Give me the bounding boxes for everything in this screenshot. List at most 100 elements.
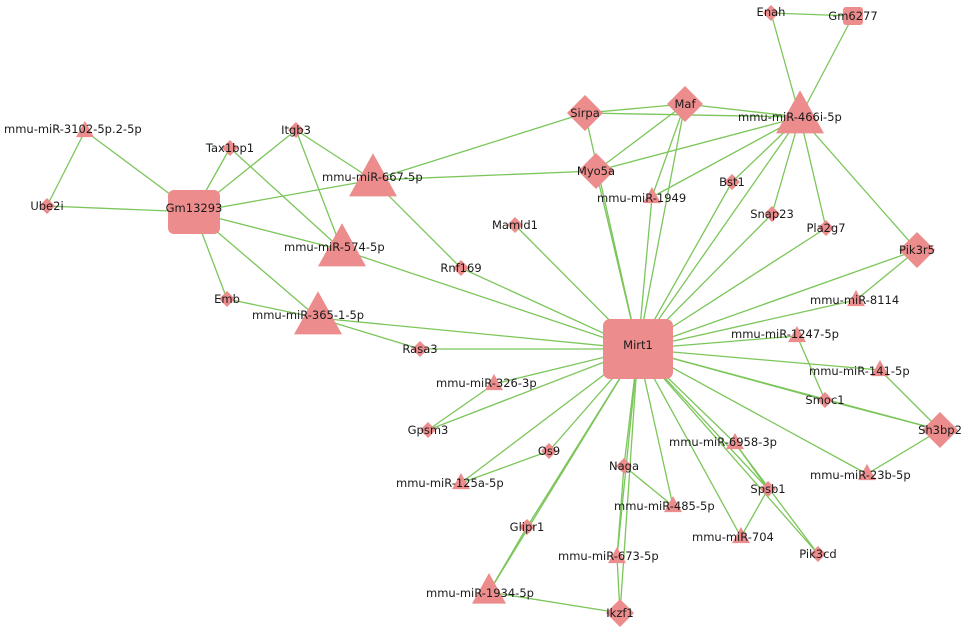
edge-mir326-gpsm3: [427, 383, 495, 431]
edge-sh3bp2-mir23b: [866, 429, 941, 475]
node-mir365[interactable]: mmu-miR-365-1-5p: [252, 291, 364, 335]
node-label-pik3r5: Pik3r5: [899, 243, 935, 257]
node-shape-mir1934: [472, 573, 506, 604]
node-label-os9: Os9: [538, 444, 560, 458]
node-mir667[interactable]: mmu-miR-667-5p: [322, 153, 423, 197]
node-label-naga: Naga: [609, 459, 639, 473]
node-label-maf: Maf: [674, 97, 696, 111]
node-label-emb: Emb: [214, 292, 240, 306]
node-mir6958[interactable]: mmu-miR-6958-3p: [669, 432, 777, 450]
node-shape-rasa3: [412, 341, 428, 357]
edge-pik3cd-mirt1: [637, 348, 819, 555]
node-pla2g7[interactable]: Pla2g7: [806, 220, 846, 236]
node-shape-sh3bp2: [922, 412, 958, 448]
node-emb[interactable]: Emb: [214, 291, 240, 307]
node-label-bst1: Bst1: [719, 175, 745, 189]
node-label-mir574: mmu-miR-574-5p: [284, 240, 385, 254]
node-rasa3[interactable]: Rasa3: [402, 341, 438, 357]
node-mir125a[interactable]: mmu-miR-125a-5p: [396, 472, 504, 490]
node-shape-myo5a: [578, 153, 614, 189]
node-maf[interactable]: Maf: [667, 86, 703, 122]
node-myo5a[interactable]: Myo5a: [577, 153, 615, 189]
node-label-mir485: mmu-miR-485-5p: [614, 499, 715, 513]
node-sh3bp2[interactable]: Sh3bp2: [918, 412, 962, 448]
node-label-mir1934: mmu-miR-1934-5p: [426, 586, 534, 600]
node-mir485[interactable]: mmu-miR-485-5p: [614, 495, 715, 513]
node-mirt1[interactable]: Mirt1: [603, 319, 673, 379]
node-shape-pik3r5: [899, 232, 935, 268]
node-label-mir8114: mmu-miR-8114: [810, 293, 899, 307]
node-mir1934[interactable]: mmu-miR-1934-5p: [426, 573, 534, 604]
node-snap23[interactable]: Snap23: [750, 206, 794, 222]
edge-mir365-mirt1: [317, 317, 639, 350]
node-label-rnf169: Rnf169: [440, 261, 481, 275]
node-mir3102[interactable]: mmu-miR-3102-5p.2-5p: [4, 120, 142, 138]
node-mir1949[interactable]: mmu-miR-1949: [597, 186, 686, 205]
node-pik3cd[interactable]: Pik3cd: [799, 546, 837, 562]
node-mamld1[interactable]: Mamld1: [492, 217, 538, 233]
node-mir466i[interactable]: mmu-miR-466i-5p: [738, 90, 842, 134]
node-ikzf1[interactable]: Ikzf1: [606, 599, 634, 627]
edge-sirpa-mir667: [372, 112, 586, 181]
node-shape-mir704: [732, 526, 750, 544]
node-shape-mir574: [318, 223, 366, 267]
node-mir673[interactable]: mmu-miR-673-5p: [558, 546, 659, 564]
node-shape-mir125a: [452, 472, 470, 490]
node-tax1bp1[interactable]: Tax1bp1: [205, 140, 254, 156]
edge-tax1bp1-mir574: [229, 147, 343, 251]
node-smoc1[interactable]: Smoc1: [805, 392, 845, 408]
node-gm6277[interactable]: Gm6277: [828, 7, 878, 25]
node-gpsm3[interactable]: Gpsm3: [408, 422, 449, 438]
node-label-mir326: mmu-miR-326-3p: [436, 376, 537, 390]
node-label-rasa3: Rasa3: [402, 342, 437, 356]
node-mir141[interactable]: mmu-miR-141-5p: [809, 359, 910, 378]
node-pik3r5[interactable]: Pik3r5: [899, 232, 935, 268]
node-enah[interactable]: Enah: [757, 5, 786, 21]
edge-ikzf1-mir1934: [488, 591, 621, 614]
node-naga[interactable]: Naga: [609, 458, 639, 474]
node-shape-pla2g7: [818, 220, 834, 236]
node-label-snap23: Snap23: [750, 207, 794, 221]
node-mir8114[interactable]: mmu-miR-8114: [810, 289, 899, 307]
node-shape-smoc1: [817, 392, 833, 408]
node-label-mir141: mmu-miR-141-5p: [809, 364, 910, 378]
node-label-mir6958: mmu-miR-6958-3p: [669, 435, 777, 449]
node-label-gm6277: Gm6277: [828, 9, 877, 23]
edge-naga-mir485: [623, 465, 674, 507]
node-shape-emb: [219, 291, 235, 307]
node-label-gm13293: Gm13293: [166, 201, 223, 215]
node-label-smoc1: Smoc1: [805, 393, 844, 407]
node-shape-mir485: [664, 495, 682, 513]
node-label-mir3102: mmu-miR-3102-5p.2-5p: [4, 122, 142, 136]
node-itgb3[interactable]: Itgb3: [281, 122, 311, 138]
node-shape-mamld1: [507, 217, 523, 233]
node-label-myo5a: Myo5a: [577, 164, 615, 178]
node-gm13293[interactable]: Gm13293: [166, 190, 223, 234]
edge-os9-mir125a: [460, 450, 550, 484]
node-sirpa[interactable]: Sirpa: [567, 95, 603, 131]
node-os9[interactable]: Os9: [538, 443, 560, 459]
edge-mir466i-pik3r5: [799, 116, 918, 251]
node-shape-os9: [541, 443, 557, 459]
node-shape-mir8114: [847, 289, 865, 307]
node-mir23b[interactable]: mmu-miR-23b-5p: [810, 463, 911, 482]
node-glipr1[interactable]: Glipr1: [510, 519, 545, 535]
node-mir704[interactable]: mmu-miR-704: [692, 526, 774, 544]
node-label-sirpa: Sirpa: [570, 106, 600, 120]
edge-mir704-mirt1: [637, 348, 742, 538]
node-mir326[interactable]: mmu-miR-326-3p: [436, 373, 537, 391]
node-shape-itgb3: [288, 122, 304, 138]
edge-pik3r5-mir8114: [855, 249, 918, 301]
edge-sirpa-maf: [584, 103, 686, 114]
node-mir1247[interactable]: mmu-miR-1247-5p: [731, 325, 839, 343]
node-label-sh3bp2: Sh3bp2: [918, 423, 962, 437]
node-bst1[interactable]: Bst1: [719, 174, 745, 190]
node-mir574[interactable]: mmu-miR-574-5p: [284, 223, 385, 267]
edge-mir1934-mirt1: [488, 348, 639, 593]
node-spsb1[interactable]: Spsb1: [750, 481, 786, 497]
node-shape-mirt1: [603, 319, 673, 379]
node-label-enah: Enah: [757, 5, 786, 19]
node-ube2i[interactable]: Ube2i: [30, 198, 64, 214]
node-label-mir125a: mmu-miR-125a-5p: [396, 476, 504, 490]
node-rnf169[interactable]: Rnf169: [440, 260, 482, 276]
